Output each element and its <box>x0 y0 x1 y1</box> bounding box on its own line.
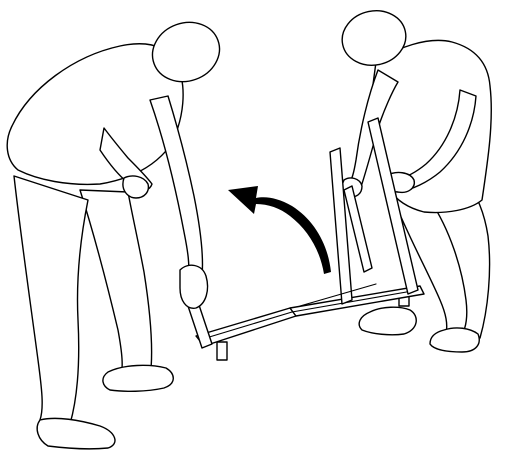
left-person-front-shoe <box>37 418 115 448</box>
frame-rear-upright <box>330 148 352 304</box>
left-person <box>7 13 228 449</box>
left-person-back-leg <box>80 190 152 380</box>
left-person-front-leg <box>14 176 88 424</box>
right-person-left-shoe <box>359 307 416 335</box>
lift-direction-arrow <box>228 186 331 274</box>
left-person-far-hand <box>123 176 148 198</box>
right-person-right-shoe <box>430 328 479 352</box>
left-person-back-shoe <box>103 365 173 391</box>
left-person-near-arm <box>150 96 203 276</box>
frame-leg-left <box>217 342 227 360</box>
curved-arrow-icon <box>228 186 331 274</box>
left-person-near-hand <box>180 265 208 308</box>
